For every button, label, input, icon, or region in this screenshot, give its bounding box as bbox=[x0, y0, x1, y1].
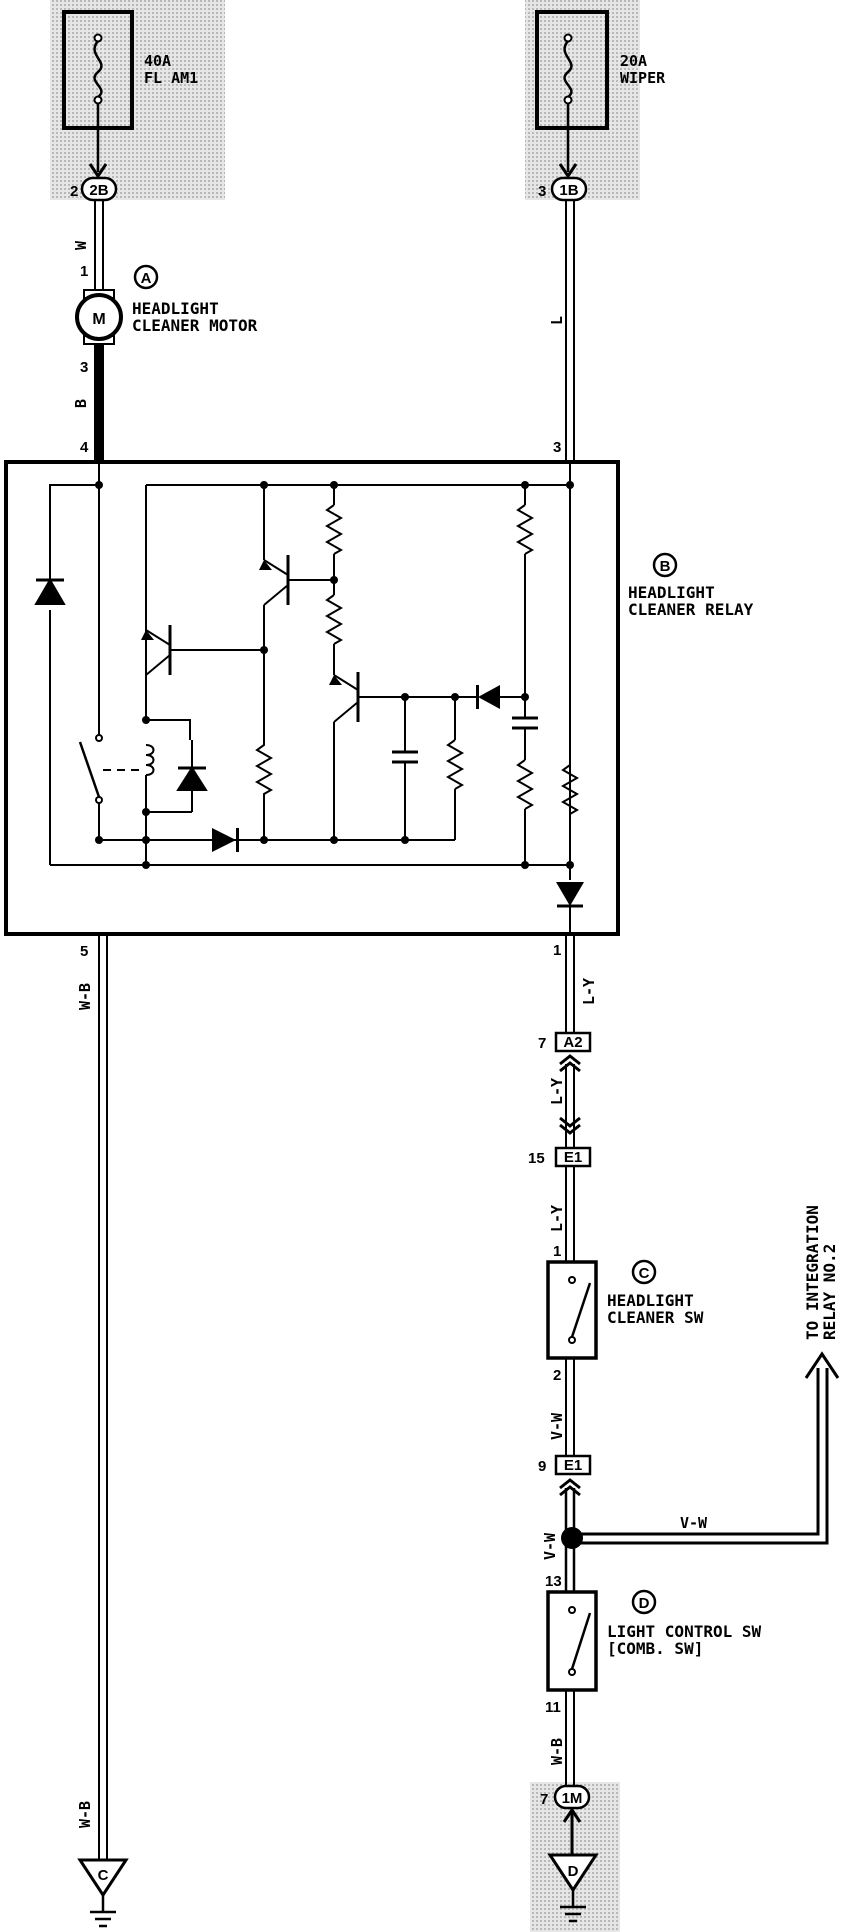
wire-color-wb-upper: W-B bbox=[76, 983, 94, 1010]
pin-1-sw: 1 bbox=[553, 1243, 561, 1260]
connector-2b bbox=[80, 176, 118, 202]
motor-label-line1: HEADLIGHT bbox=[132, 299, 219, 318]
badge-d bbox=[631, 1589, 657, 1615]
wire-color-ly1: L-Y bbox=[580, 978, 598, 1005]
badge-b bbox=[652, 552, 678, 578]
pin-13: 13 bbox=[545, 1573, 562, 1590]
fuse-wiper bbox=[535, 10, 609, 172]
badge-c bbox=[631, 1259, 657, 1285]
pin-2: 2 bbox=[70, 183, 78, 200]
headlight-cleaner-switch bbox=[546, 1260, 598, 1360]
pin-3-motor: 3 bbox=[80, 359, 88, 376]
wire-color-l: L bbox=[548, 316, 566, 325]
connector-1b bbox=[550, 176, 588, 202]
pin-5: 5 bbox=[80, 943, 88, 960]
connector-a2-label: A2 bbox=[563, 1034, 582, 1051]
wire-color-b: B bbox=[72, 399, 90, 408]
wire-color-vw-branch: V-W bbox=[680, 1514, 708, 1532]
wire-color-ly3: L-Y bbox=[548, 1205, 566, 1232]
ground-c bbox=[77, 1858, 129, 1928]
badge-a-letter: A bbox=[141, 270, 152, 287]
connector-2b-label: 2B bbox=[89, 182, 108, 199]
relay-label-line1: HEADLIGHT bbox=[628, 583, 715, 602]
wire-b bbox=[94, 344, 104, 462]
badge-d-letter: D bbox=[639, 1595, 650, 1612]
fuse-right-rating: 20A bbox=[620, 52, 647, 70]
switch-c-label-line1: HEADLIGHT bbox=[607, 1291, 694, 1310]
light-control-switch bbox=[546, 1590, 598, 1692]
wire-color-wb-right: W-B bbox=[548, 1738, 566, 1765]
pin-9: 9 bbox=[538, 1458, 546, 1475]
badge-b-letter: B bbox=[660, 558, 671, 575]
fuse-right-name: WIPER bbox=[620, 69, 666, 87]
wire-color-ly2: L-Y bbox=[548, 1078, 566, 1105]
wire-color-w: W bbox=[72, 240, 90, 250]
fuse-left-rating: 40A bbox=[144, 52, 171, 70]
pin-2-sw: 2 bbox=[553, 1367, 561, 1384]
pin-15: 15 bbox=[528, 1150, 545, 1167]
connector-1b-label: 1B bbox=[559, 182, 578, 199]
pin-1-motor: 1 bbox=[80, 263, 88, 280]
to-label-line1: TO INTEGRATION bbox=[803, 1205, 822, 1340]
fuse-fl-am1 bbox=[62, 10, 134, 172]
relay-label-line2: CLEANER RELAY bbox=[628, 600, 754, 619]
switch-d-label-line2: [COMB. SW] bbox=[607, 1639, 703, 1658]
branch-arrow bbox=[804, 1351, 840, 1379]
switch-c-label-line2: CLEANER SW bbox=[607, 1308, 704, 1327]
pin-7-a2: 7 bbox=[538, 1035, 546, 1052]
connector-1m-label: 1M bbox=[562, 1790, 583, 1807]
pin-7-1m: 7 bbox=[540, 1791, 548, 1808]
wire-color-vw1: V-W bbox=[548, 1412, 566, 1440]
badge-a bbox=[133, 264, 159, 290]
branch-wire-inner bbox=[572, 1368, 829, 1545]
fuse-box-shade-left bbox=[50, 0, 225, 200]
pin-11: 11 bbox=[545, 1699, 561, 1716]
pin-3-relay: 3 bbox=[553, 439, 561, 456]
to-label-line2: RELAY NO.2 bbox=[820, 1244, 839, 1340]
badge-c-letter: C bbox=[639, 1265, 650, 1282]
ground-d-label: D bbox=[568, 1863, 579, 1880]
connector-chevrons-upper bbox=[559, 1054, 581, 1135]
connector-e1-top-label: E1 bbox=[564, 1149, 582, 1166]
headlight-cleaner-relay-box bbox=[4, 460, 620, 936]
ground-c-label: C bbox=[98, 1867, 109, 1884]
motor-symbol: M bbox=[92, 311, 105, 328]
connector-e1-bottom-label: E1 bbox=[564, 1457, 582, 1474]
connector-a2 bbox=[554, 1031, 592, 1053]
relay-internal-circuit bbox=[34, 462, 583, 934]
motor-label-line2: CLEANER MOTOR bbox=[132, 316, 258, 335]
pin-1-relay: 1 bbox=[553, 942, 561, 959]
connector-e1-bottom bbox=[554, 1454, 592, 1476]
pin-3-fuse: 3 bbox=[538, 183, 546, 200]
switch-d-label-line1: LIGHT CONTROL SW bbox=[607, 1622, 761, 1641]
fuse-box-shade-right bbox=[525, 0, 640, 200]
relay-filled-symbols bbox=[95, 481, 584, 906]
pin-4: 4 bbox=[80, 439, 89, 456]
wire-color-wb-lower: W-B bbox=[76, 1801, 94, 1828]
ground-d bbox=[547, 1853, 599, 1923]
branch-wire-outer bbox=[572, 1368, 820, 1536]
splice-point bbox=[561, 1527, 583, 1549]
connector-chevrons-lower bbox=[559, 1478, 581, 1497]
headlight-cleaner-motor bbox=[75, 289, 123, 345]
fuse-left-name: FL AM1 bbox=[144, 69, 198, 87]
wire-color-vw2: V-W bbox=[541, 1532, 559, 1560]
